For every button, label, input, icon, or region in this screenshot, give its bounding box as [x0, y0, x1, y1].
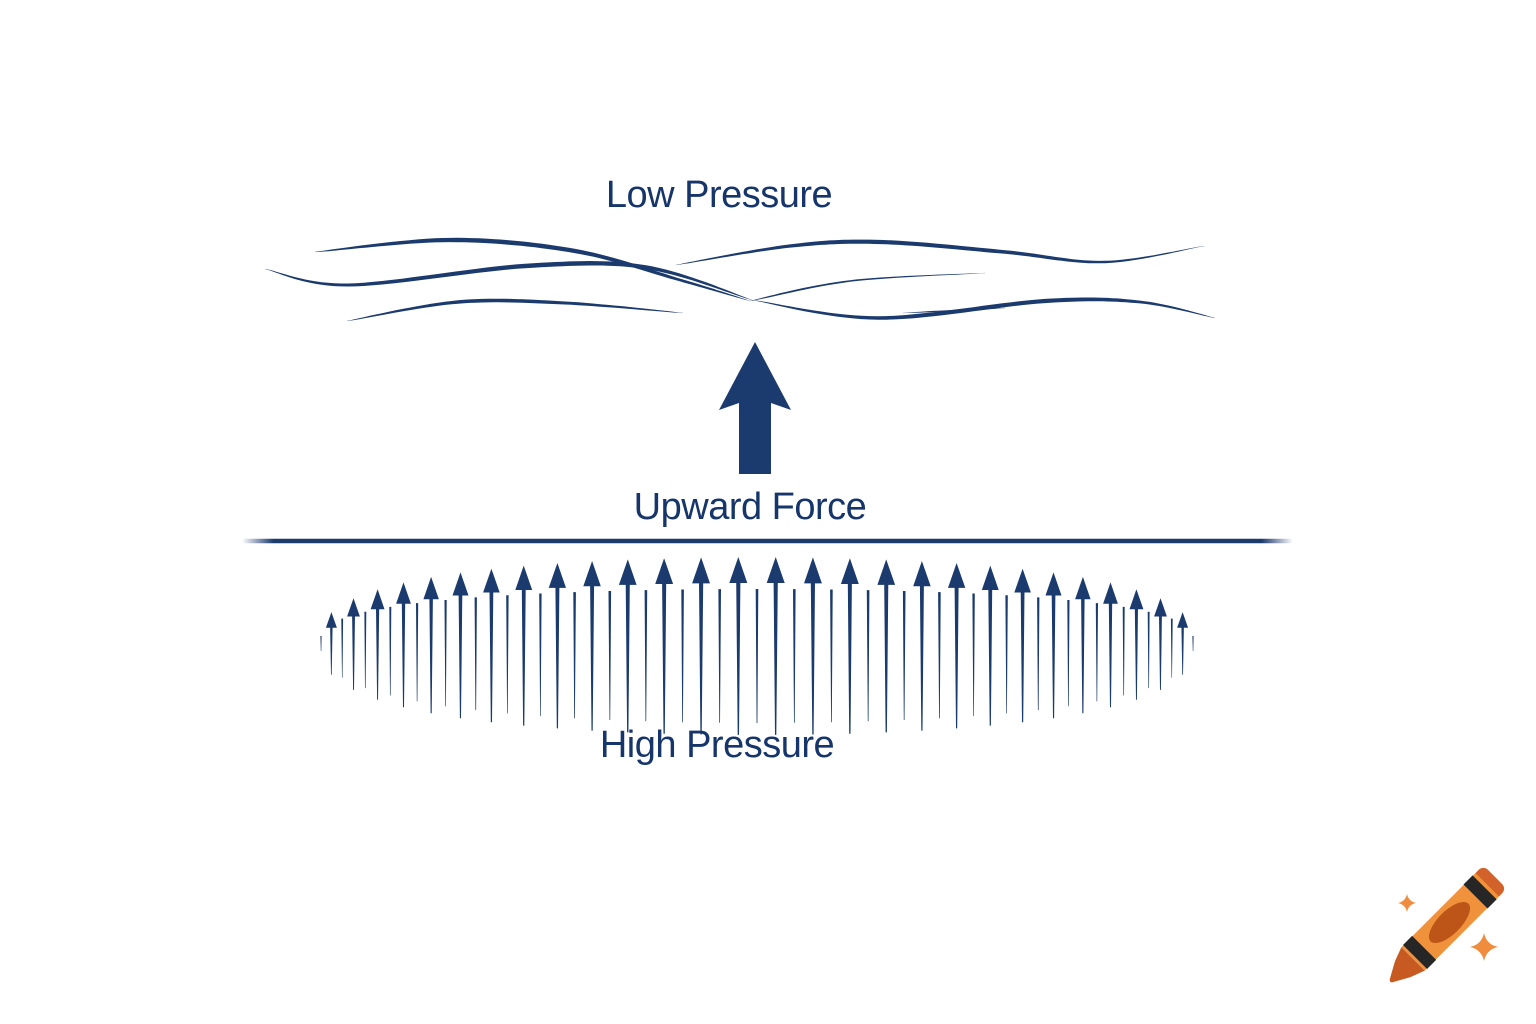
- pressure-tick: [364, 611, 367, 689]
- pressure-arrow: [981, 565, 999, 726]
- pressure-arrow: [1014, 568, 1031, 723]
- pressure-arrow: [347, 598, 360, 690]
- pressure-arrow: [1177, 612, 1189, 675]
- flow-line: [265, 261, 752, 301]
- pressure-arrow: [1103, 582, 1118, 708]
- pressure-tick: [416, 603, 419, 702]
- pressure-arrow: [766, 557, 785, 735]
- pressure-tick: [539, 593, 542, 717]
- pressure-arrow: [396, 582, 411, 708]
- upward-force-label: Upward Force: [633, 486, 867, 528]
- pressure-arrow: [1154, 598, 1167, 690]
- pressure-tick: [1005, 595, 1008, 714]
- pressure-arrow: [913, 561, 931, 731]
- pressure-tick: [573, 592, 576, 719]
- pressure-arrow: [1129, 589, 1144, 700]
- pressure-tick: [1122, 606, 1125, 696]
- pressure-arrow: [1075, 576, 1091, 714]
- pressure-tick: [793, 589, 796, 723]
- pressure-tick: [972, 593, 975, 717]
- pressure-arrow: [370, 589, 385, 700]
- sparkle-icon: [1398, 894, 1416, 912]
- flow-line: [903, 307, 1005, 314]
- pressure-arrow: [692, 557, 710, 735]
- pressure-arrow: [840, 558, 859, 734]
- pressure-tick: [755, 589, 759, 723]
- pressure-tick: [506, 595, 509, 714]
- flow-line: [750, 272, 985, 302]
- up-arrow-icon: [719, 342, 791, 474]
- pressure-tick: [644, 590, 648, 722]
- pressure-arrow: [548, 563, 566, 729]
- pressure-tick: [830, 589, 833, 723]
- pressure-arrow: [618, 559, 637, 733]
- pressure-arrow: [804, 557, 822, 735]
- pressure-arrow: [423, 576, 439, 714]
- low-pressure-label: Low Pressure: [605, 174, 833, 216]
- pressure-tick: [1192, 636, 1194, 651]
- pressure-tick: [389, 606, 392, 696]
- flow-line: [315, 237, 750, 302]
- sparkle-icon: [1470, 933, 1498, 961]
- pressure-arrow: [729, 557, 748, 735]
- pressure-arrow: [1045, 572, 1062, 719]
- pressure-arrow: [515, 565, 533, 726]
- pressure-tick: [938, 592, 941, 719]
- high-pressure-label: High Pressure: [599, 724, 835, 766]
- pressure-arrow: [583, 561, 601, 731]
- pressure-arrow: [452, 572, 469, 719]
- pressure-tick: [1037, 597, 1040, 711]
- pressure-tick: [1170, 618, 1173, 678]
- pressure-tick: [608, 591, 612, 720]
- crayon-logo: [1389, 867, 1505, 983]
- pressure-tick: [474, 597, 477, 711]
- flow-lines: [265, 237, 1215, 322]
- pressure-tick: [320, 636, 322, 651]
- pressure-tick: [866, 590, 870, 722]
- pressure-tick: [341, 618, 344, 678]
- pressure-arrow: [877, 559, 896, 733]
- pressure-tick: [444, 600, 447, 707]
- pressure-arrow-field: [320, 557, 1194, 735]
- pressure-tick: [1147, 611, 1150, 689]
- pressure-tick: [902, 591, 906, 720]
- flow-line: [347, 298, 683, 322]
- crayon-icon: [1389, 867, 1505, 983]
- pressure-arrow: [948, 563, 966, 729]
- pressure-arrow: [325, 612, 337, 675]
- pressure-tick: [681, 589, 684, 723]
- pressure-arrow: [655, 558, 674, 734]
- flow-line: [676, 239, 1204, 266]
- pressure-arrow: [483, 568, 500, 723]
- pressure-tick: [1095, 603, 1098, 702]
- pressure-tick: [1067, 600, 1070, 707]
- pressure-tick: [718, 589, 721, 723]
